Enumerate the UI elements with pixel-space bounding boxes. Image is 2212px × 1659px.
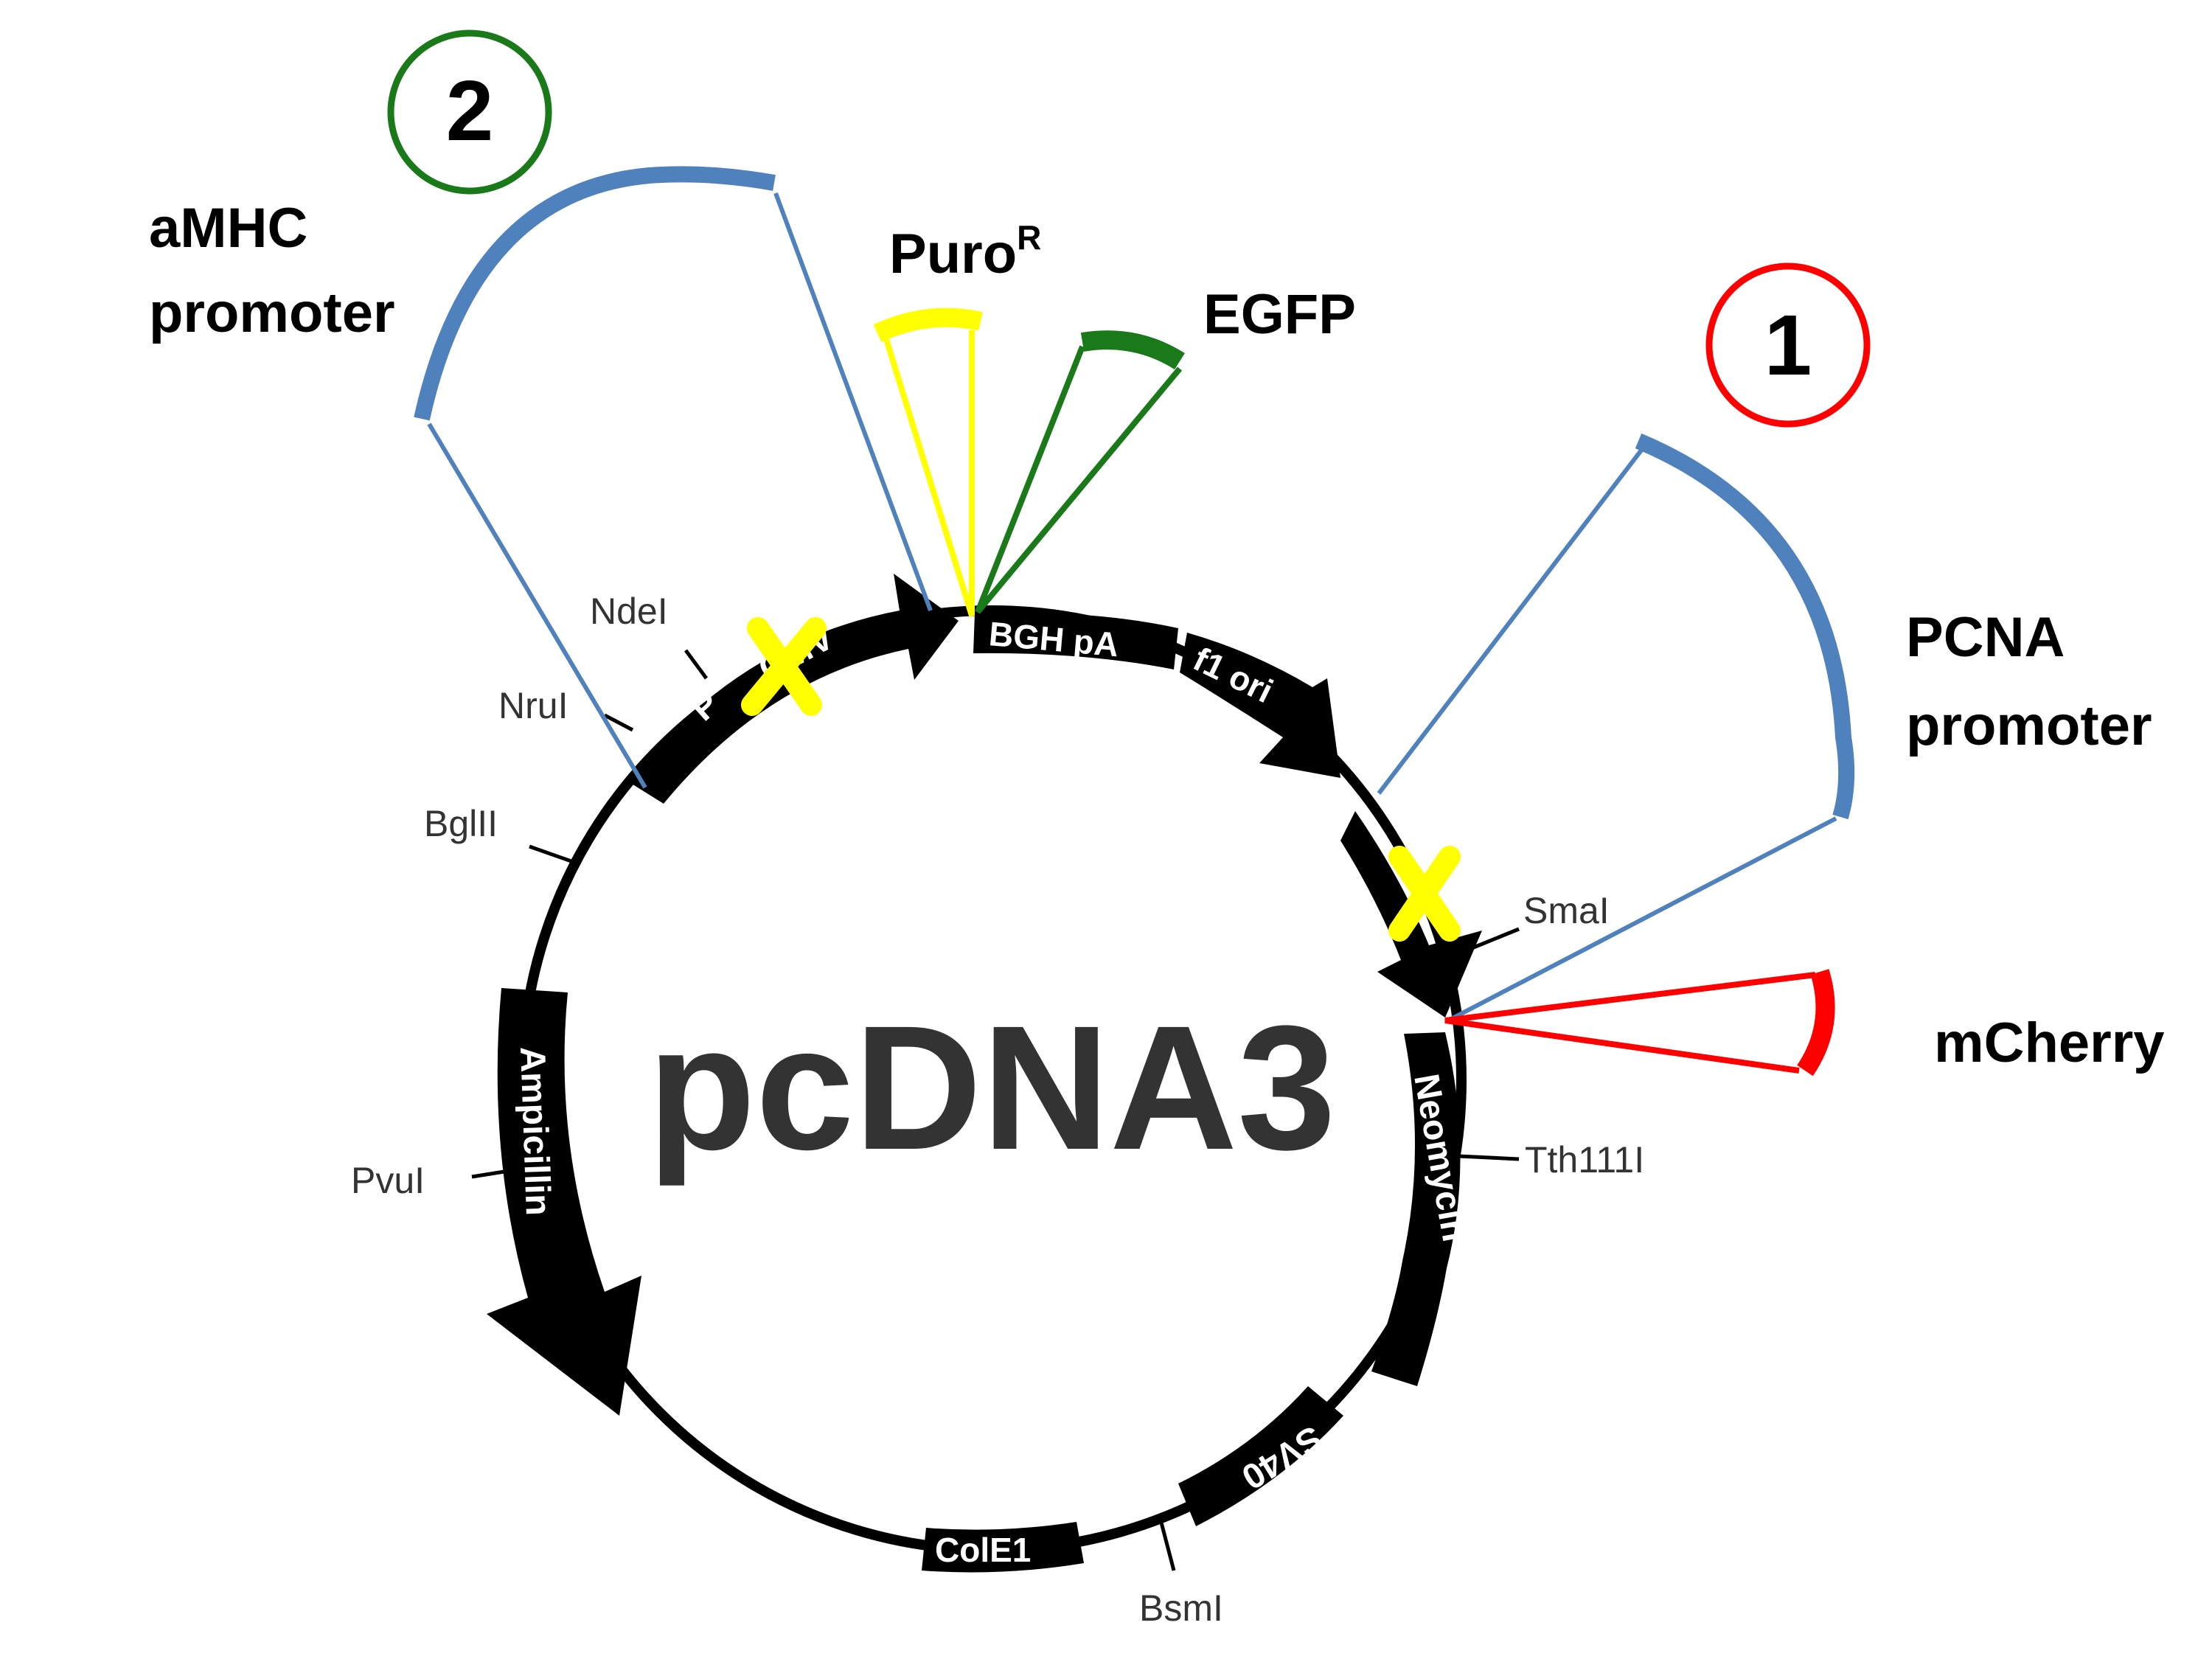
- bsmi-label: BsmI: [1139, 1587, 1223, 1629]
- pvui-label: PvuI: [351, 1160, 425, 1201]
- feature-bgh-pa-box: [973, 612, 1178, 669]
- amhc-promoter-arc: [414, 166, 776, 421]
- puro-arc: [873, 307, 983, 342]
- ndei-tick: [684, 649, 709, 680]
- puro-label: PuroR: [889, 218, 1041, 285]
- step-1-number: 1: [1764, 297, 1812, 393]
- ndei-label: NdeI: [590, 591, 668, 632]
- step-1-marker: [1705, 262, 1871, 428]
- pvui-tick: [471, 1169, 509, 1179]
- feature-f1-ori-arrow: [1180, 633, 1340, 778]
- egfp-wedge: [975, 345, 1183, 614]
- mcherry-wedge: [1444, 972, 1816, 1074]
- egfp-label: EGFP: [1203, 283, 1356, 346]
- smai-tick: [1471, 927, 1520, 950]
- pcna-connector-left: [1377, 447, 1645, 795]
- puro-wedge: [883, 330, 975, 617]
- amhc-label-line1: aMHC: [149, 197, 307, 260]
- step-2-marker: [387, 29, 552, 195]
- feature-cole1-box: [922, 1522, 1084, 1573]
- ampicillin-label: Ampicillin: [512, 1046, 557, 1217]
- nrui-label: NruI: [498, 685, 568, 726]
- feature-sv40-box: [1178, 1386, 1343, 1526]
- tth111i-tick: [1458, 1154, 1520, 1161]
- x-cut-icon: [1388, 846, 1461, 942]
- pcna-promoter-arc: [1635, 433, 1855, 820]
- mcherry-arc: [1797, 969, 1835, 1077]
- nrui-tick: [603, 713, 634, 732]
- cole1-label: ColE1: [935, 1531, 1031, 1569]
- mcherry-label: mCherry: [1934, 1012, 2165, 1074]
- egfp-arc: [1080, 330, 1185, 370]
- puro-label-superscript: R: [1017, 218, 1041, 257]
- tth111i-label: Tth111I: [1525, 1139, 1644, 1180]
- puro-label-base: Puro: [889, 223, 1017, 285]
- pcna-connector-right: [1450, 816, 1837, 1021]
- bsmi-tick: [1159, 1522, 1176, 1571]
- pcna-label-line2: promoter: [1906, 695, 2152, 757]
- feature-ampicillin-arrow: [487, 988, 641, 1416]
- step-2-number: 2: [446, 63, 494, 159]
- smai-label: SmaI: [1523, 890, 1610, 931]
- x-cut-icon: [741, 617, 827, 716]
- feature-neomycin-box: [1371, 1032, 1461, 1386]
- bglii-tick: [529, 844, 580, 866]
- amhc-connector-right: [773, 192, 933, 612]
- amhc-connector-left: [427, 422, 647, 789]
- amhc-label-line2: promoter: [149, 282, 395, 344]
- plasmid-title: pcDNA3: [647, 989, 1336, 1186]
- pcna-label-line1: PCNA: [1906, 606, 2065, 669]
- bglii-label: BglII: [424, 803, 498, 844]
